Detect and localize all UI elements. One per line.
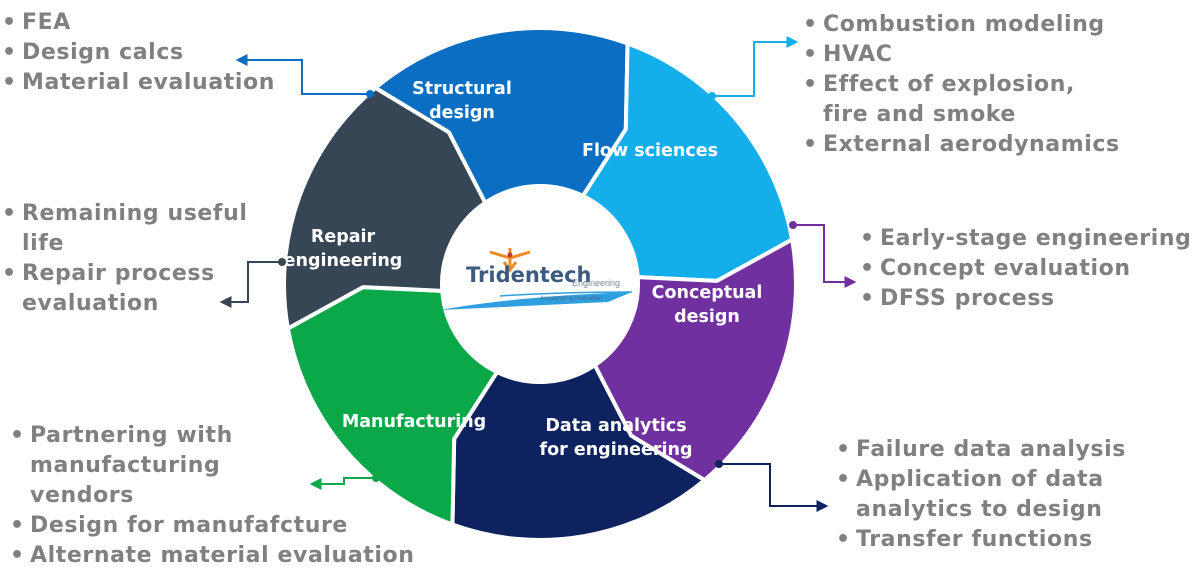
bullet-line: Failure data analysis: [856, 437, 1126, 462]
bullet-item: Combustion modeling: [803, 10, 1120, 40]
segment-shape-repair: [282, 85, 488, 331]
bullet-item: DFSS process: [860, 284, 1192, 314]
logo-tagline: Accelerating Innovation: [540, 296, 602, 302]
segment-label-flow: Flow sciences: [582, 141, 718, 161]
bullet-item: HVAC: [803, 40, 1120, 70]
connector-analytics: [719, 463, 829, 512]
bullet-line: Transfer functions: [856, 527, 1093, 552]
connector-flow: [712, 36, 799, 97]
analytics-bullets: Failure data analysisApplication of data…: [836, 435, 1126, 555]
segment-shape-analytics: [450, 363, 707, 542]
bullet-line: Alternate material evaluation: [30, 543, 415, 568]
bullet-item: Concept evaluation: [860, 254, 1192, 284]
bullet-item: Material evaluation: [2, 68, 275, 98]
repair-bullets: Remaining useful lifeRepair process evalua…: [2, 199, 248, 319]
bullet-item: Effect of explosion, fire and smoke: [803, 70, 1120, 130]
connector-dot-flow: [708, 92, 716, 100]
segment-flow: Flow sciences: [580, 41, 795, 283]
bullet-line: Repair process: [22, 261, 215, 286]
bullet-line: Design calcs: [22, 40, 184, 65]
bullet-line: Application of data: [856, 467, 1104, 492]
bullet-line: Combustion modeling: [823, 12, 1105, 37]
bullet-line: Concept evaluation: [880, 256, 1131, 281]
bullet-item: Alternate material evaluation: [10, 541, 415, 571]
bullet-item: Failure data analysis: [836, 435, 1126, 465]
bullet-line: fire and smoke: [823, 102, 1016, 127]
bullet-line: life: [22, 231, 64, 256]
conceptual-bullets: Early-stage engineeringConcept evaluatio…: [860, 224, 1192, 314]
swoosh-icon: [440, 292, 632, 310]
bullet-line: evaluation: [22, 291, 159, 316]
connector-dot-repair: [278, 258, 286, 266]
connector-dot-structural: [366, 90, 374, 98]
bullet-line: vendors: [30, 483, 134, 508]
bullet-item: FEA: [2, 8, 275, 38]
segment-shape-structural: [373, 26, 630, 205]
bullet-line: analytics to design: [856, 497, 1103, 522]
bullet-line: External aerodynamics: [823, 132, 1120, 157]
segment-shape-conceptual: [592, 237, 798, 483]
bullet-line: Partnering with: [30, 423, 233, 448]
structural-bullets: FEA Design calcsMaterial evaluation: [2, 8, 275, 98]
manufacturing-bullets: Partnering with manufacturing vendorsDesig…: [10, 421, 415, 571]
bullet-item: External aerodynamics: [803, 130, 1120, 160]
bullet-line: Material evaluation: [22, 70, 276, 95]
bullet-line: HVAC: [823, 42, 893, 67]
bullet-item: Application of data analytics to design: [836, 465, 1126, 525]
connector-dot-conceptual: [789, 221, 797, 229]
bullet-item: Design for manufafcture: [10, 511, 415, 541]
bullet-item: Design calcs: [2, 38, 275, 68]
bullet-item: Transfer functions: [836, 525, 1126, 555]
logo-suffix: Engineering: [572, 278, 620, 288]
tridentech-logo: Tridentech Engineering Accelerating Inno…: [440, 248, 633, 310]
connector-conceptual: [793, 224, 857, 288]
bullet-item: Remaining useful life: [2, 199, 248, 259]
flow-bullets: Combustion modelingHVAC Effect of explosi…: [803, 10, 1120, 160]
bullet-item: Repair process evaluation: [2, 259, 248, 319]
bullet-item: Partnering with manufacturing vendors: [10, 421, 415, 511]
bullet-line: Early-stage engineering: [880, 226, 1192, 251]
bullet-line: FEA: [22, 10, 71, 35]
connector-dot-analytics: [715, 460, 723, 468]
bullet-item: Early-stage engineering: [860, 224, 1192, 254]
logo-name: Tridentech: [466, 263, 591, 287]
trident-icon: [489, 248, 531, 273]
bullet-line: DFSS process: [880, 286, 1055, 311]
bullet-line: Design for manufafcture: [30, 513, 348, 538]
bullet-line: Effect of explosion,: [823, 72, 1075, 97]
bullet-line: manufacturing: [30, 453, 221, 478]
bullet-line: Remaining useful: [22, 201, 248, 226]
